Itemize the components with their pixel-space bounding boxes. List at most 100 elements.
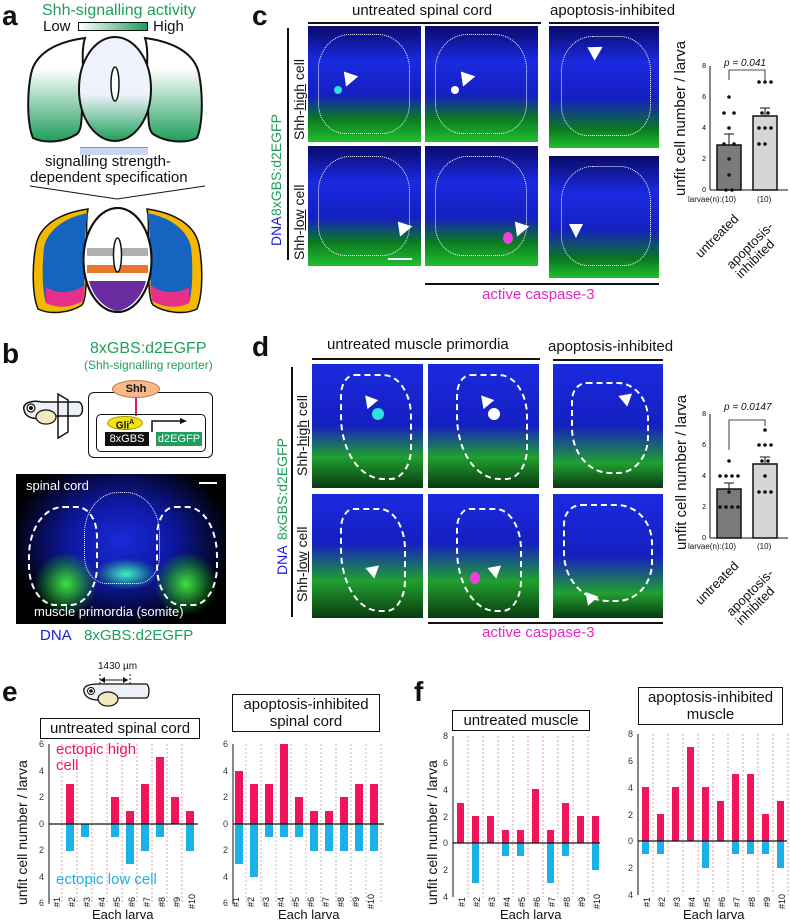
nucleus-box [96, 414, 206, 452]
d-n-label: larvae(n):(10) [688, 542, 736, 551]
xtick: #3 [487, 896, 497, 907]
gli-activator: GliA [107, 416, 143, 432]
c-bar-ylabel: unfit cell number / larva [672, 40, 689, 196]
c-micrograph-high-1 [308, 26, 421, 142]
arrowhead-icon [569, 224, 583, 238]
legend-gfp: 8xGBS:d2EGFP [84, 627, 194, 644]
gli-label: Gli [115, 420, 130, 432]
title-line-2: spinal cord [269, 713, 343, 730]
d-micrograph-high-2 [428, 364, 539, 488]
c-micrograph-low-3 [549, 156, 659, 278]
d-n-untreated: (10) [721, 542, 737, 551]
svg-text:4: 4 [223, 872, 228, 882]
d-side-gfp: 8xGBS:d2EGFP [274, 438, 290, 540]
c-micrograph-low-2 [425, 146, 538, 266]
panel-f-label: f [414, 676, 424, 707]
svg-text:4: 4 [702, 473, 706, 480]
xtick: #5 [702, 896, 712, 907]
svg-text:6: 6 [39, 739, 44, 749]
c-micrograph-high-3 [549, 26, 659, 148]
distance-label: 1430 µm [98, 661, 138, 672]
reporter-description: (Shh-signalling reporter) [84, 358, 213, 372]
d-row-high-label: Shh-high cell [294, 395, 310, 476]
svg-text:8: 8 [443, 731, 448, 741]
xtick: #3 [82, 896, 92, 907]
outline [318, 156, 410, 256]
xtick: #6 [532, 896, 542, 907]
c-row-low-prefix: Shh- [291, 230, 307, 260]
svg-text:2: 2 [702, 156, 706, 163]
svg-text:2: 2 [628, 810, 633, 820]
svg-text:2: 2 [223, 792, 228, 802]
xtick: #6 [717, 896, 727, 907]
somite-outline [563, 504, 653, 602]
title-line-1: apoptosis-inhibited [647, 689, 774, 706]
c-row-low-label: Shh-low cell [291, 185, 307, 261]
spinal-cord-label: spinal cord [26, 478, 89, 493]
c-micrograph-low-1 [308, 146, 421, 266]
cell-signal [334, 86, 342, 94]
xtick: #2 [472, 896, 482, 907]
xtick: #1 [642, 896, 652, 907]
xtick: #1 [231, 896, 241, 907]
d-row-low-prefix: Shh- [294, 572, 310, 602]
outline [561, 36, 651, 136]
svg-text:0: 0 [223, 819, 228, 829]
panel-b-label: b [2, 338, 20, 369]
c-group2-underline [549, 22, 659, 24]
xtick: #10 [366, 893, 376, 909]
specification-caption-1: signalling strength- [45, 153, 171, 170]
xtick: #10 [187, 893, 197, 909]
svg-text:4: 4 [443, 785, 448, 795]
cell-signal [451, 86, 459, 94]
svg-text:4: 4 [223, 766, 228, 776]
d-pvalue: p = 0.0147 [724, 402, 772, 413]
e-untreated-title: untreated spinal cord [40, 718, 200, 739]
d-micrograph-low-1 [312, 494, 423, 618]
svg-text:6: 6 [443, 758, 448, 768]
d-bar-ylabel: unfit cell number / larva [673, 394, 690, 550]
specification-funnel-lines [29, 185, 206, 200]
xtick: #10 [777, 893, 787, 909]
c-caspase-label: active caspase-3 [482, 286, 595, 303]
e-ylabel: unfit cell number / larva [14, 760, 30, 905]
c-group1-underline [308, 22, 541, 24]
xtick: #6 [306, 896, 316, 907]
xtick: #4 [97, 896, 107, 907]
xtick: #5 [291, 896, 301, 907]
xtick: #4 [276, 896, 286, 907]
panel-a-label: a [2, 0, 18, 31]
xtick: #2 [657, 896, 667, 907]
xtick: #2 [246, 896, 256, 907]
cell-fate-diagram [32, 207, 203, 314]
d-row-low-label: Shh-low cell [294, 527, 310, 603]
reporter-name: 8xGBS:d2EGFP [90, 340, 207, 357]
xtick: #8 [747, 896, 757, 907]
scale-bar [388, 258, 412, 260]
d-row-high-u: high [294, 419, 310, 447]
d-caspase-label: active caspase-3 [482, 624, 595, 641]
svg-text:4: 4 [39, 766, 44, 776]
larva-section-icon [23, 392, 84, 440]
xtick: #8 [157, 896, 167, 907]
promoter-label: 8xGBS [109, 433, 145, 445]
e-apoptosis-xticks: #1 #2 #3 #4 #5 #6 #7 #8 #9 #10 [231, 893, 391, 909]
scale-low-label: Low [43, 18, 71, 35]
specification-caption-2: dependent specification [30, 169, 188, 186]
c-n-prefix: larvae(n): [688, 195, 722, 204]
f-ylabel: unfit cell number / larva [424, 760, 440, 905]
outline [435, 34, 527, 134]
xtick: #4 [502, 896, 512, 907]
panel-e-label: e [2, 676, 18, 707]
larva-distance-icon [83, 674, 150, 707]
e-untreated-xlabel: Each larva [92, 907, 154, 922]
xtick: #10 [592, 893, 602, 909]
xtick: #9 [577, 896, 587, 907]
c-caspase-underline [425, 283, 659, 285]
f-untreated-title: untreated muscle [452, 710, 590, 731]
panel-c-label: c [252, 0, 268, 31]
d-row-high-suffix: cell [294, 395, 310, 420]
c-group1-header: untreated spinal cord [352, 2, 493, 19]
